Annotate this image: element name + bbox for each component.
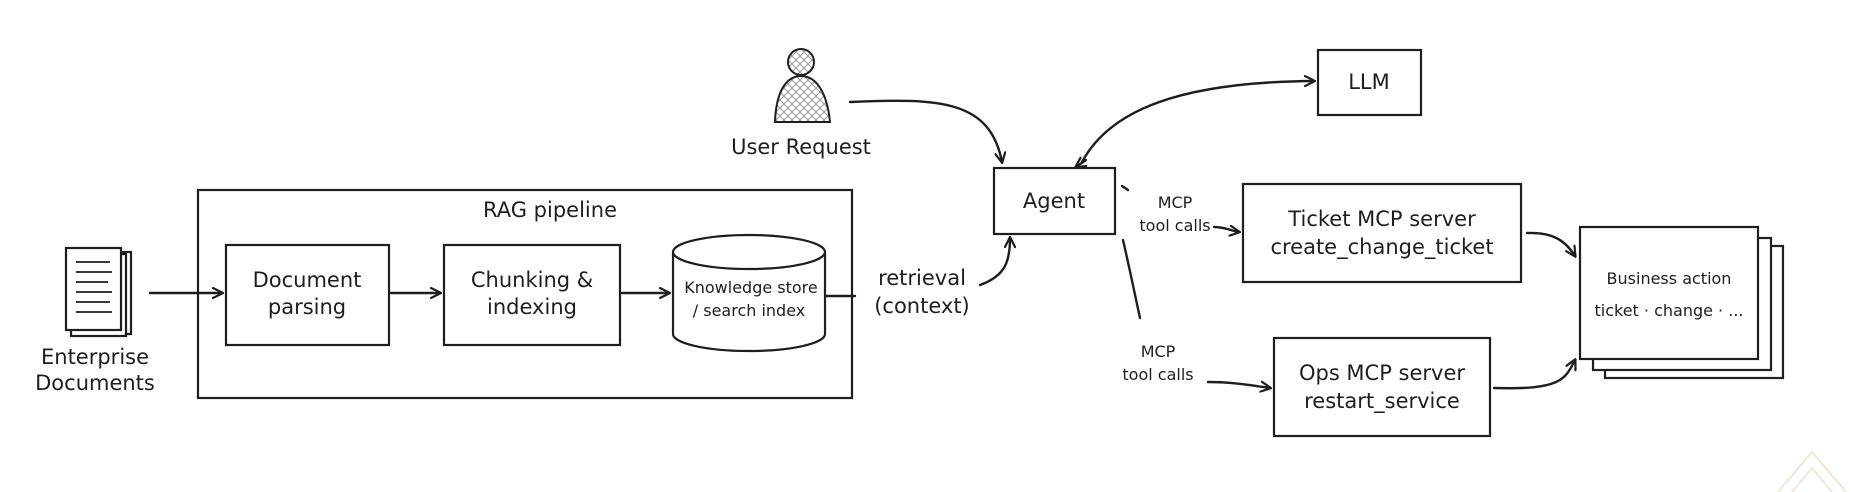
edge-agent-to-ops-server xyxy=(1206,382,1270,388)
knowledge-store-label-line1: Knowledge store xyxy=(684,278,818,297)
ticket-mcp-server-node xyxy=(1241,182,1523,284)
enterprise-documents-label-line1: Enterprise xyxy=(41,345,149,369)
chunking-indexing-label-line1: Chunking & xyxy=(471,268,593,292)
mcp-ops-label-line1: MCP xyxy=(1141,342,1176,361)
llm-label: LLM xyxy=(1348,70,1390,94)
business-action-label-line1: Business action xyxy=(1607,269,1732,288)
agent-label: Agent xyxy=(1023,189,1085,213)
edge-agent-to-ops-line xyxy=(1121,238,1142,320)
edge-agent-tick xyxy=(1120,184,1130,192)
document-parsing-label-line2: parsing xyxy=(268,295,346,319)
edge-llm-to-agent-head xyxy=(1076,160,1086,167)
mcp-ops-label-line2: tool calls xyxy=(1122,365,1193,384)
corner-watermark-icon xyxy=(1777,450,1847,492)
user-person-icon xyxy=(773,48,832,123)
enterprise-documents-label-line2: Documents xyxy=(35,371,155,395)
chunking-indexing-node xyxy=(442,243,622,347)
retrieval-label-line1: retrieval xyxy=(878,266,966,290)
mcp-ticket-label-line2: tool calls xyxy=(1139,216,1210,235)
edge-user-to-agent xyxy=(848,99,1002,162)
edge-ops-to-business xyxy=(1492,360,1575,390)
document-parsing-node xyxy=(224,243,391,347)
agent-node xyxy=(992,166,1117,236)
edge-ticket-to-business xyxy=(1525,231,1575,256)
business-action-node xyxy=(1578,225,1785,380)
ticket-server-label-line1: Ticket MCP server xyxy=(1287,207,1476,231)
edge-agent-to-ticket-server xyxy=(1212,227,1239,232)
knowledge-store-cylinder xyxy=(671,233,827,353)
ticket-server-label-line2: create_change_ticket xyxy=(1270,235,1493,260)
enterprise-documents-icon xyxy=(64,246,133,338)
document-parsing-label-line1: Document xyxy=(253,268,362,292)
llm-node xyxy=(1316,48,1423,117)
mcp-ticket-label-line1: MCP xyxy=(1158,193,1193,212)
ops-mcp-server-node xyxy=(1272,336,1492,438)
user-request-label: User Request xyxy=(731,135,871,159)
chunking-indexing-label-line2: indexing xyxy=(487,295,577,319)
retrieval-label-line2: (context) xyxy=(874,294,970,318)
edge-retrieval-to-agent xyxy=(978,238,1010,287)
knowledge-store-label-line2: / search index xyxy=(693,301,805,320)
ops-server-label-line1: Ops MCP server xyxy=(1299,361,1465,385)
edge-llm-to-agent xyxy=(1080,81,1314,164)
business-action-label-line2: ticket · change · ... xyxy=(1595,301,1744,320)
ops-server-label-line2: restart_service xyxy=(1304,389,1460,414)
rag-pipeline-title: RAG pipeline xyxy=(483,198,617,222)
